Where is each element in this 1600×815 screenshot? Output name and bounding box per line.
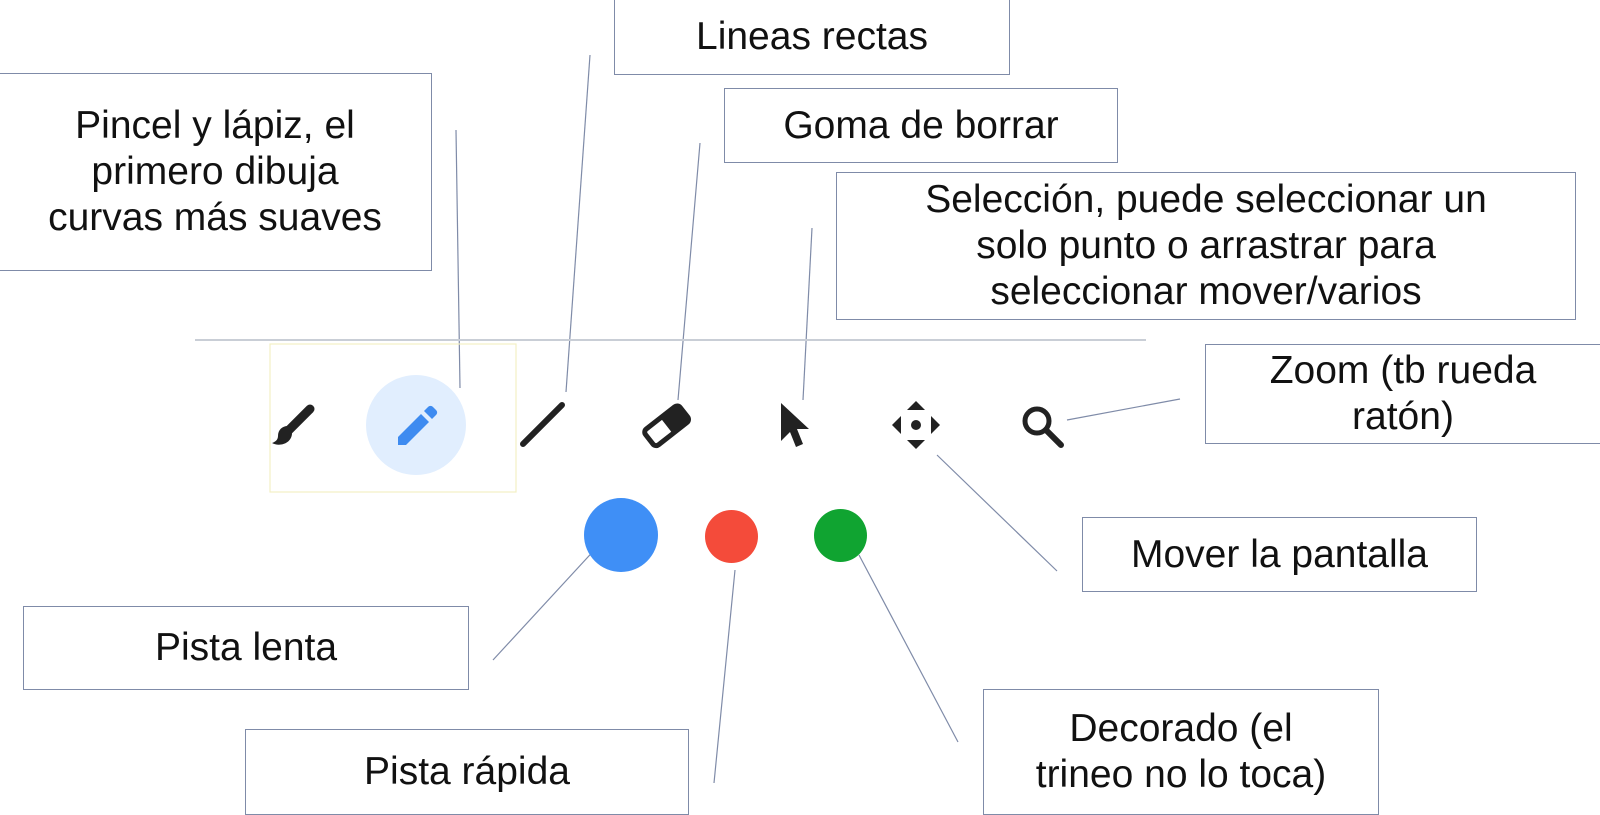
pan-tool-button[interactable] (866, 375, 966, 475)
select-tool-button[interactable] (741, 375, 841, 475)
line-tool-button[interactable] (491, 375, 591, 475)
color-slow-track[interactable] (584, 498, 658, 572)
leader-eraser (677, 142, 701, 401)
brush-icon (272, 404, 315, 445)
leader-fast-track (713, 569, 736, 784)
eraser-tool-button[interactable] (616, 375, 716, 475)
callout-selection: Selección, puede seleccionar un solo pun… (836, 172, 1576, 320)
callout-pan: Mover la pantalla (1082, 517, 1477, 592)
cursor-icon (781, 403, 809, 447)
line-icon (520, 402, 565, 447)
leader-lines (565, 54, 591, 393)
callout-decoration: Decorado (el trineo no lo toca) (983, 689, 1379, 815)
leader-slow-track (492, 544, 600, 661)
zoom-tool-button[interactable] (991, 375, 1091, 475)
color-fast-track[interactable] (705, 510, 758, 563)
color-decoration[interactable] (814, 509, 867, 562)
move-icon (892, 401, 940, 449)
pencil-icon (398, 405, 438, 445)
leader-brush-pencil (455, 129, 461, 389)
callout-slow-track: Pista lenta (23, 606, 469, 690)
pencil-tool-button[interactable] (366, 375, 466, 475)
leader-decoration (858, 554, 959, 743)
callout-lines: Lineas rectas (614, 0, 1010, 75)
callout-brush-pencil: Pincel y lápiz, el primero dibuja curvas… (0, 73, 432, 271)
callout-zoom: Zoom (tb rueda ratón) (1205, 344, 1600, 444)
brush-tool-button[interactable] (243, 375, 343, 475)
eraser-icon (642, 403, 691, 449)
callout-eraser: Goma de borrar (724, 88, 1118, 163)
callout-fast-track: Pista rápida (245, 729, 689, 815)
magnifier-icon (1022, 406, 1064, 448)
